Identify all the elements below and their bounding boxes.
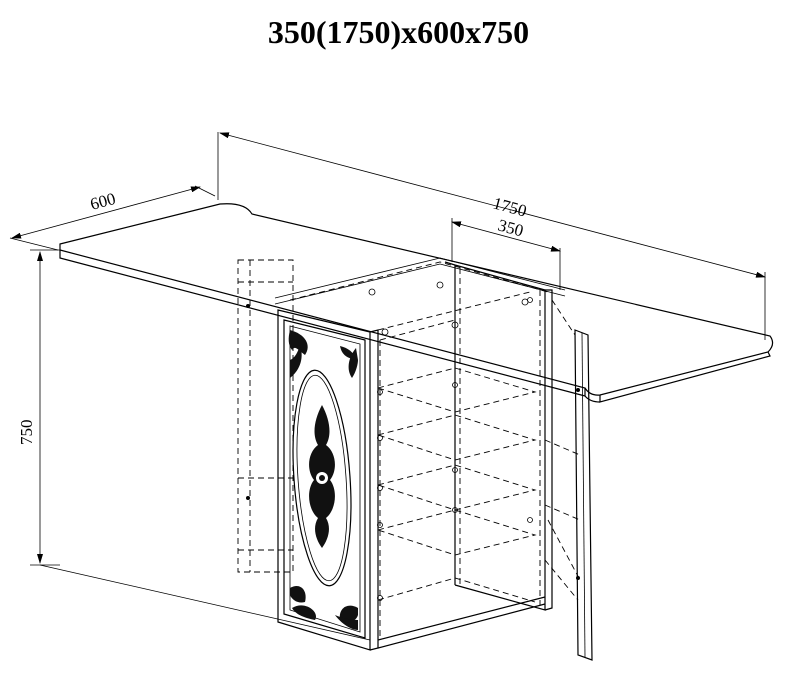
- drawing-title: 350(1750)x600x750: [267, 14, 530, 50]
- dimension-1750: 1750: [217, 132, 766, 340]
- corner-ornaments: [288, 330, 358, 630]
- dimension-750: 750: [17, 249, 371, 641]
- dimension-label-600: 600: [88, 189, 118, 214]
- right-folding-leg: [544, 299, 593, 661]
- cabinet-body: [277, 261, 553, 651]
- center-ornament: [309, 405, 335, 548]
- hinge-holes: [459, 268, 541, 605]
- dimension-label-750: 750: [17, 420, 36, 446]
- dimension-600: 600: [9, 185, 216, 251]
- left-folding-leg: [237, 259, 294, 573]
- table-top: [59, 203, 774, 403]
- dimension-label-1750: 1750: [491, 194, 529, 221]
- screws: [368, 281, 533, 601]
- ornamental-door: [283, 319, 366, 639]
